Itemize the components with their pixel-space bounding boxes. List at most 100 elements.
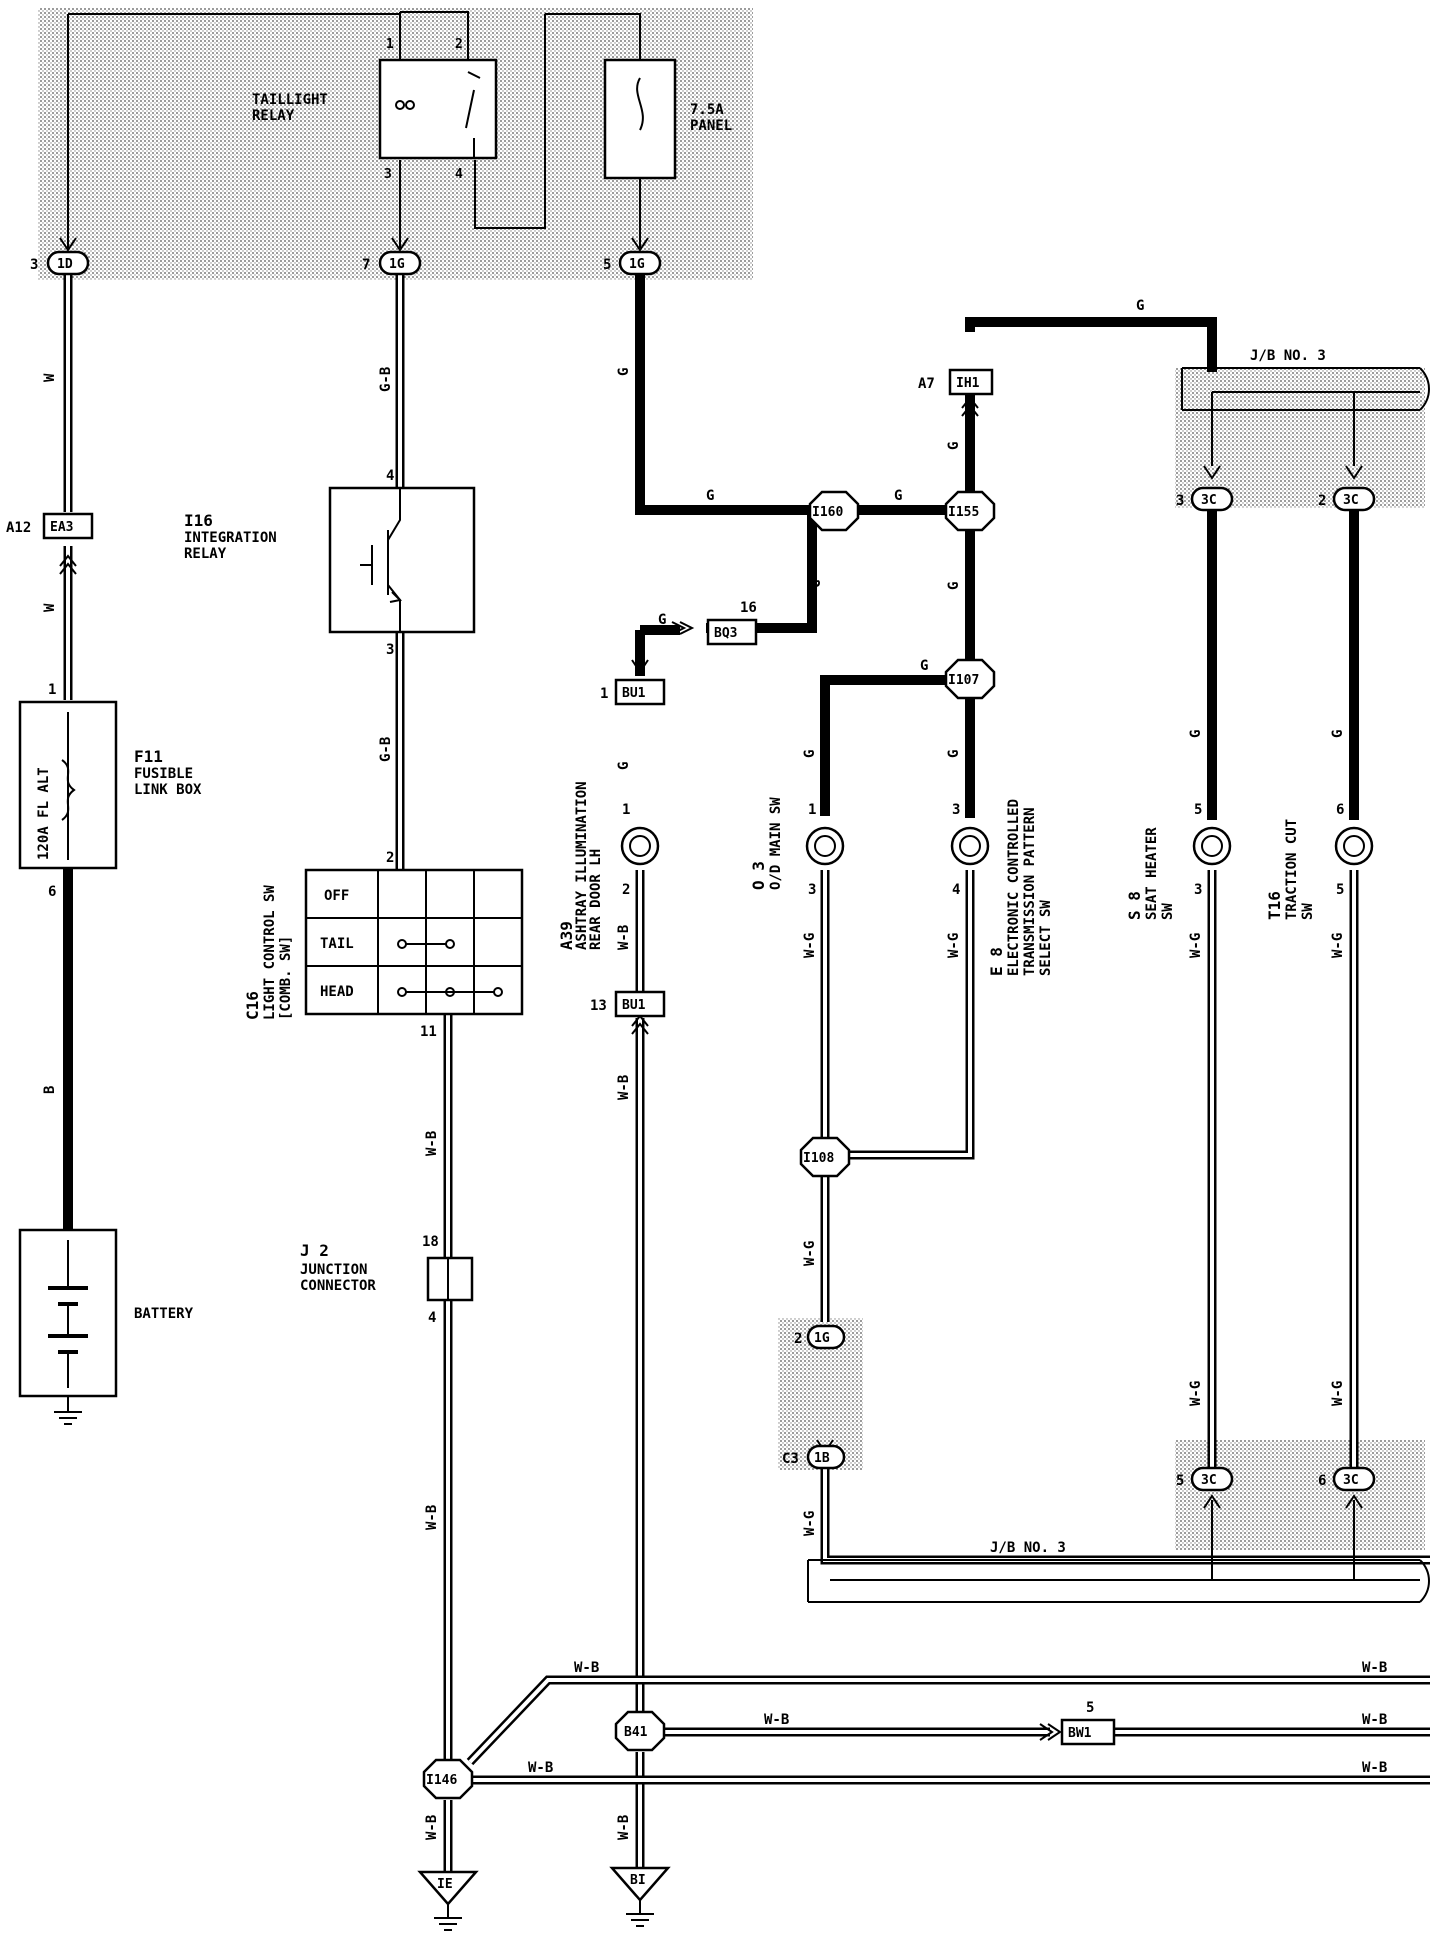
junction-b41: B41	[614, 1710, 666, 1752]
wire-label-wb: W-B	[1362, 1712, 1387, 1728]
svg-text:EA3: EA3	[50, 520, 73, 535]
svg-text:5: 5	[603, 257, 611, 273]
connector-3c-5: 3C 5	[1176, 1466, 1234, 1492]
wire-label-g: G	[616, 368, 632, 376]
wire-label-wg: W-G	[802, 1241, 818, 1266]
s8-name: SEAT HEATER	[1144, 827, 1160, 920]
a39-sub: REAR DOOR LH	[588, 849, 604, 950]
svg-text:A7: A7	[918, 376, 935, 392]
svg-text:IE: IE	[437, 1877, 453, 1892]
connector-1g-5: 1G 5	[603, 250, 662, 276]
wire-label-wb: W-B	[528, 1760, 553, 1776]
svg-text:IH1: IH1	[956, 376, 980, 391]
svg-text:2: 2	[386, 850, 394, 866]
relay-pin-1: 1	[386, 37, 394, 52]
battery-symbol	[18, 1228, 118, 1398]
wire-label-g: G	[1330, 730, 1346, 738]
wire-label-wb: W-B	[1362, 1760, 1387, 1776]
c16-sub: [COMB. SW]	[278, 936, 294, 1020]
c16-name: LIGHT CONTROL SW	[262, 885, 278, 1020]
svg-text:1: 1	[808, 802, 816, 818]
svg-text:2: 2	[622, 882, 630, 898]
wire-label-wb: W-B	[574, 1660, 599, 1676]
chevron-right-icon	[671, 621, 695, 635]
wire-label-g: G	[946, 442, 962, 450]
svg-text:3C: 3C	[1201, 493, 1217, 508]
connector-bq3: BQ3 16	[706, 600, 758, 646]
svg-text:3C: 3C	[1343, 1473, 1359, 1488]
wire-label-g: G	[946, 750, 962, 758]
junction-i155: I155	[944, 490, 996, 532]
c16-code: C16	[243, 991, 262, 1020]
e8-name: ELECTRONIC CONTROLLED	[1006, 799, 1022, 976]
svg-text:I155: I155	[948, 505, 979, 520]
arrow-down-icon	[391, 237, 409, 252]
arrow-down-icon	[1345, 465, 1363, 480]
svg-text:13: 13	[590, 998, 607, 1014]
svg-text:6: 6	[48, 884, 56, 900]
light-control-switch: OFF TAIL HEAD 2 11	[304, 850, 524, 1040]
arrow-up-icon	[1203, 1494, 1221, 1509]
svg-text:1G: 1G	[629, 257, 645, 272]
connector-3c-2: 3C 2	[1318, 486, 1376, 512]
arrow-down-icon	[631, 659, 649, 674]
wire-label-wb: W-B	[616, 925, 632, 950]
svg-text:5: 5	[1086, 1700, 1094, 1716]
svg-text:1D: 1D	[57, 257, 73, 272]
svg-text:3: 3	[808, 882, 816, 898]
svg-text:3C: 3C	[1201, 1473, 1217, 1488]
junction-connector-j2: 18 4	[422, 1234, 474, 1326]
relay-pin-2: 2	[455, 37, 463, 52]
o3-switch: 1 3	[805, 802, 845, 898]
wire-label-wb: W-B	[424, 1505, 440, 1530]
t16-switch: 6 5	[1334, 802, 1374, 898]
connector-ea3: EA3 A12	[6, 512, 94, 540]
wire-label-g: G	[1136, 298, 1144, 314]
svg-text:7: 7	[362, 257, 370, 273]
jb3-bottom-region	[1175, 1440, 1425, 1550]
t16-name: TRACTION CUT	[1284, 819, 1300, 920]
jb3-bottom-label: J/B NO. 3	[990, 1540, 1066, 1556]
svg-text:1: 1	[48, 682, 56, 698]
relay-pin-3: 3	[384, 167, 392, 182]
arrow-down-icon	[59, 237, 77, 252]
svg-text:4: 4	[386, 468, 394, 484]
wire-label-wg: W-G	[1188, 933, 1204, 958]
svg-text:1G: 1G	[389, 257, 405, 272]
connector-ih1: IH1 A7	[918, 368, 994, 396]
switch-row-head: HEAD	[320, 984, 354, 1000]
svg-text:5: 5	[1176, 1473, 1184, 1489]
wire-label-wg: W-G	[802, 1511, 818, 1536]
junction-i108: I108	[799, 1136, 851, 1178]
svg-text:BI: BI	[630, 1873, 646, 1888]
svg-text:5: 5	[1336, 882, 1344, 898]
e8-sub1: TRANSMISSION PATTERN	[1022, 807, 1038, 976]
svg-text:I160: I160	[812, 505, 843, 520]
svg-text:3: 3	[386, 642, 394, 658]
svg-text:3: 3	[952, 802, 960, 818]
svg-text:18: 18	[422, 1234, 439, 1250]
connector-1d: 1D 3	[30, 250, 90, 276]
switch-row-off: OFF	[324, 888, 349, 904]
svg-text:I146: I146	[426, 1773, 457, 1788]
fuse-rating: 120A FL ALT	[36, 767, 52, 860]
a39-code: A39	[557, 921, 576, 950]
svg-text:1: 1	[622, 802, 630, 818]
svg-text:I108: I108	[803, 1151, 834, 1166]
fusible-link-box: 120A FL ALT 1 6	[18, 682, 118, 900]
wire-label-wg: W-G	[946, 933, 962, 958]
svg-text:16: 16	[740, 600, 757, 616]
svg-text:2: 2	[1318, 493, 1326, 509]
connector-3c-6: 3C 6	[1318, 1466, 1376, 1492]
svg-text:6: 6	[1336, 802, 1344, 818]
wire-label-g: G	[894, 488, 902, 504]
wire-label-g: G	[616, 762, 632, 770]
wire-label-g: G	[946, 582, 962, 590]
j2-code: J 2	[300, 1241, 329, 1260]
arrow-up-icon	[1345, 1494, 1363, 1509]
wire-label-wb: W-B	[424, 1131, 440, 1156]
e8-switch: 3 4	[950, 802, 990, 898]
